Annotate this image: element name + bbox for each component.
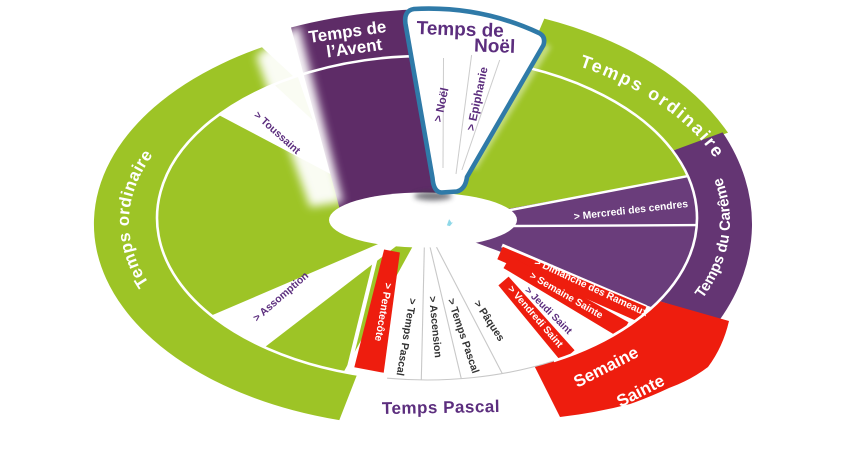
svg-text:Noël: Noël [474, 36, 516, 58]
svg-text:> Ascension: > Ascension [426, 296, 444, 359]
svg-text:Temps Pascal: Temps Pascal [382, 397, 500, 418]
svg-text:Temps de: Temps de [416, 18, 504, 42]
